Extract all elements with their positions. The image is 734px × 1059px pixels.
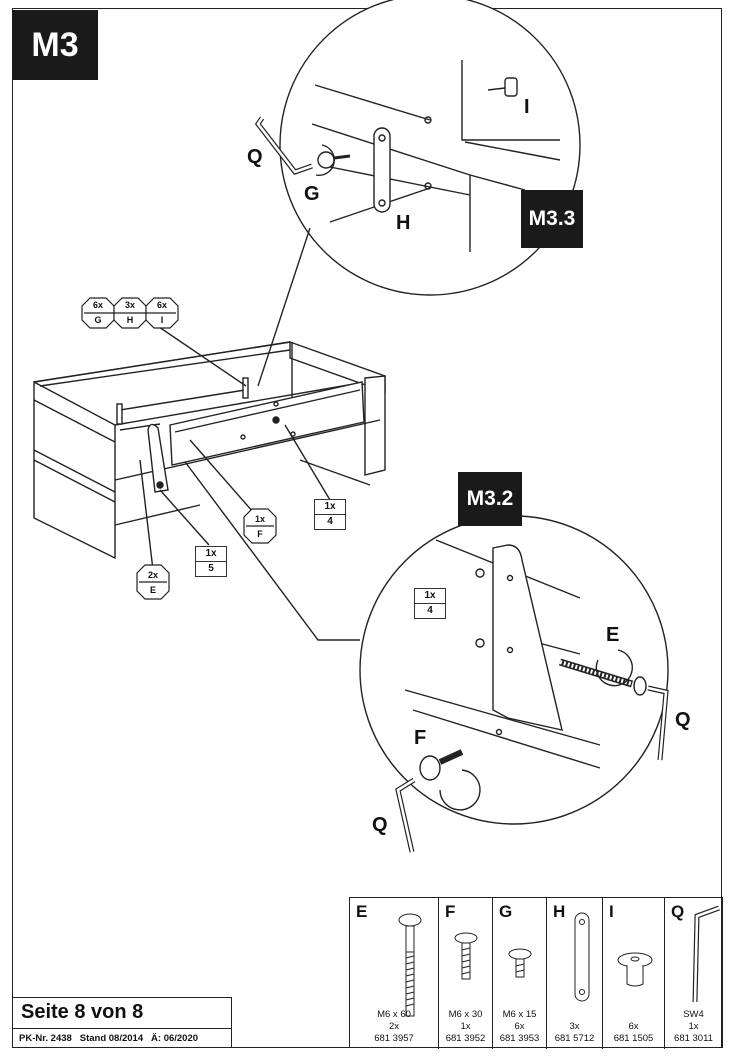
part-qty-g: 6x	[514, 1021, 525, 1032]
part-cell-g: G M6 x 15 6x 681 3953	[492, 898, 546, 1049]
label-q-top: Q	[247, 146, 263, 168]
part-letter-h: H	[553, 902, 566, 921]
callout-part-4: 1x 4	[314, 499, 346, 530]
part-cell-f: F M6 x 30 1x 681 3952	[438, 898, 492, 1049]
callout-part-4-qty: 1x	[324, 501, 336, 512]
callout-part-4-id: 4	[315, 514, 345, 529]
label-i: I	[524, 96, 530, 118]
callout-part-5-qty: 1x	[205, 548, 217, 559]
callout-part-4-detail-id: 4	[415, 603, 445, 618]
part-letter-f: F	[445, 902, 456, 921]
label-g: G	[304, 183, 320, 205]
part-cell-q: Q SW4 1x 681 3011	[664, 898, 722, 1049]
label-h: H	[396, 212, 411, 234]
part-letter-q: Q	[671, 902, 685, 921]
part-spec-q: SW4	[683, 1009, 704, 1020]
hex-part-f: F	[257, 529, 263, 539]
stand-date: Stand 08/2014	[79, 1033, 144, 1044]
label-f: F	[414, 727, 427, 749]
part-code-g: 681 3953	[499, 1033, 540, 1044]
substep-badge-top: M3.3	[521, 190, 583, 248]
allen-key-icon	[692, 905, 720, 1003]
parts-table: E M6 x 60 2x 681 3957 F M6 x 30 1x 6	[349, 897, 723, 1049]
part-qty-i: 6x	[628, 1021, 639, 1032]
part-qty-q: 1x	[688, 1021, 699, 1032]
detail-circle-top	[279, 0, 581, 296]
part-cell-e: E M6 x 60 2x 681 3957	[350, 898, 438, 1049]
callout-part-5: 1x 5	[195, 546, 227, 577]
revision-date: Ä: 06/2020	[151, 1033, 199, 1044]
screw-short-icon	[508, 948, 532, 978]
screw-long-icon	[398, 913, 422, 1017]
part-code-e: 681 3957	[374, 1033, 414, 1044]
part-letter-e: E	[356, 902, 368, 921]
part-code-i: 681 1505	[613, 1033, 654, 1044]
label-e: E	[606, 624, 620, 646]
substep-badge-right: M3.2	[458, 472, 522, 526]
part-qty-e: 2x	[388, 1021, 400, 1032]
part-letter-g: G	[499, 902, 513, 921]
part-code-f: 681 3952	[445, 1033, 486, 1044]
connector-plate-icon	[574, 912, 590, 1002]
part-qty-h: 3x	[569, 1021, 580, 1032]
screw-medium-icon	[454, 932, 478, 980]
part-cell-h: H 3x 681 5712	[546, 898, 602, 1049]
part-spec-g: M6 x 15	[502, 1009, 537, 1020]
part-qty-f: 1x	[460, 1021, 471, 1032]
label-q-bottom: Q	[372, 814, 388, 836]
hex-qty-h: 3x	[124, 300, 135, 310]
page-footer: Seite 8 von 8 PK-Nr. 2438 Stand 08/2014 …	[12, 997, 232, 1048]
hex-qty-f: 1x	[254, 514, 265, 524]
part-letter-i: I	[609, 902, 614, 921]
callout-part-4-detail: 1x 4	[414, 588, 446, 619]
hex-qty-g: 6x	[92, 300, 103, 310]
hex-qty-i: 6x	[156, 300, 167, 310]
document-meta: PK-Nr. 2438 Stand 08/2014 Ä: 06/2020	[13, 1028, 231, 1048]
hex-part-e: E	[149, 585, 156, 595]
hex-part-g: G	[94, 315, 102, 325]
part-spec-f: M6 x 30	[448, 1009, 483, 1020]
label-q-right: Q	[675, 709, 691, 731]
part-code-h: 681 5712	[554, 1033, 595, 1044]
hex-qty-e: 2x	[147, 570, 158, 580]
step-badge: M3	[12, 10, 98, 80]
part-spec-e: M6 x 60	[377, 1009, 411, 1020]
page-number: Seite 8 von 8	[21, 1001, 144, 1023]
callout-part-5-id: 5	[196, 561, 226, 576]
callout-part-4-detail-qty: 1x	[424, 590, 436, 601]
part-code-q: 681 3011	[674, 1033, 713, 1044]
hex-part-h: H	[126, 315, 134, 325]
part-cell-i: I 6x 681 1505	[602, 898, 664, 1049]
hex-part-i: I	[160, 315, 164, 325]
barrel-nut-icon	[617, 952, 653, 987]
pk-number: PK-Nr. 2438	[19, 1033, 72, 1044]
